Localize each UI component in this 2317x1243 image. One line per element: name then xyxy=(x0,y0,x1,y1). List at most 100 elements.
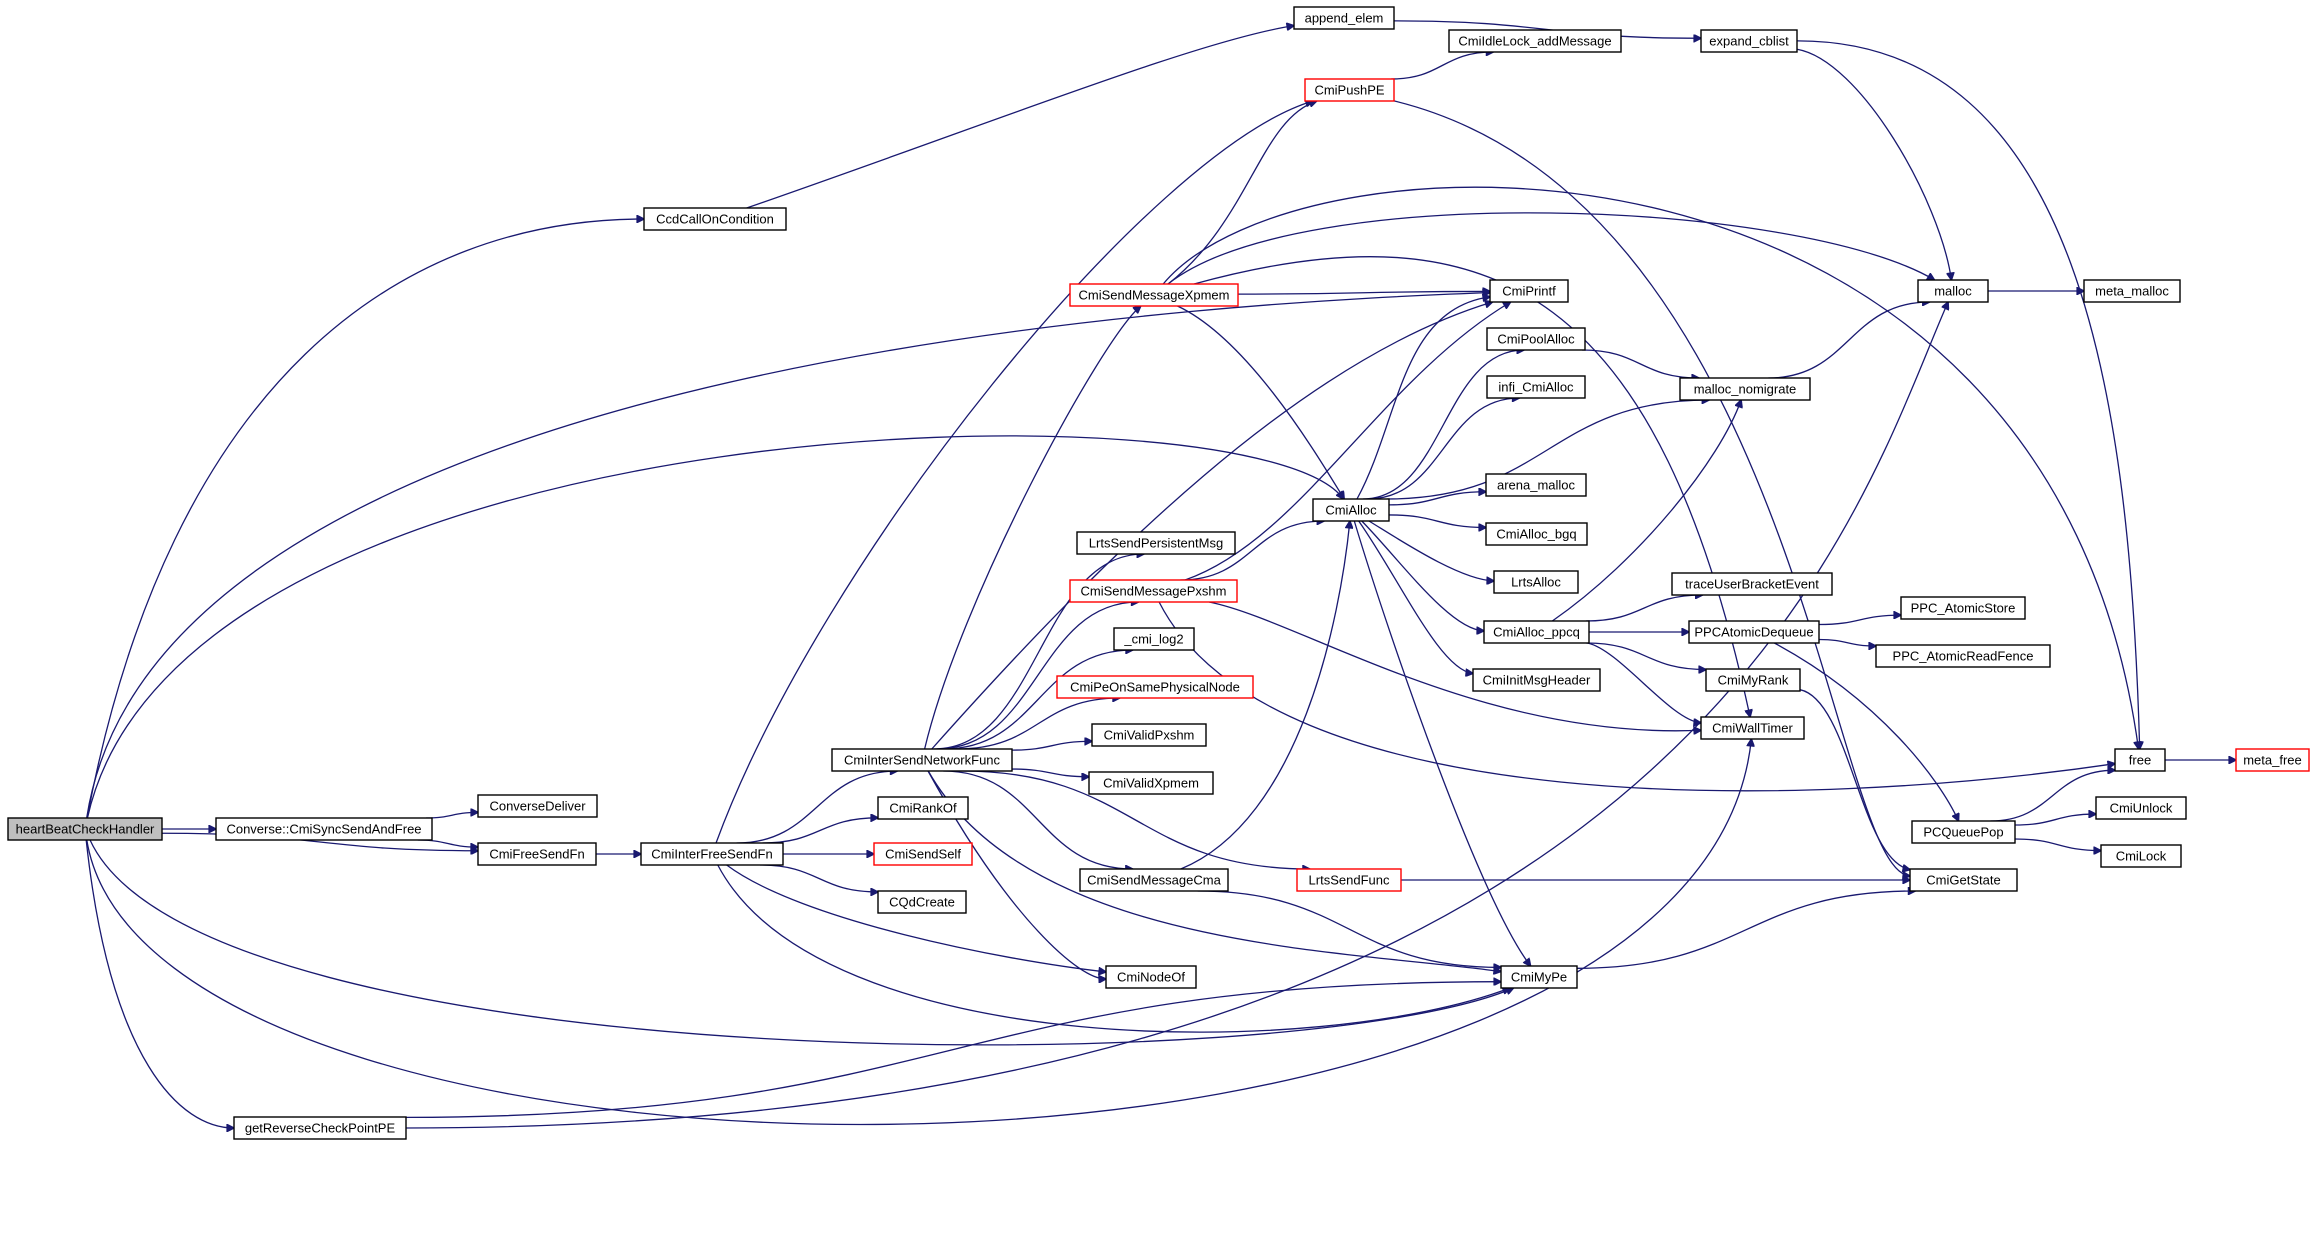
call-edges xyxy=(85,20,2236,1128)
node-cmiunlock[interactable]: CmiUnlock xyxy=(2095,796,2187,820)
node-cqdcreate[interactable]: CQdCreate xyxy=(877,890,967,914)
node-malloc-nomigrate[interactable]: malloc_nomigrate xyxy=(1679,377,1811,401)
node-box xyxy=(873,842,973,866)
node-cmisendmessagexpmem[interactable]: CmiSendMessageXpmem xyxy=(1069,283,1239,307)
node-box xyxy=(1079,868,1229,892)
node-conversedeliver[interactable]: ConverseDeliver xyxy=(477,794,598,818)
node-cmisendmessagepxshm[interactable]: CmiSendMessagePxshm xyxy=(1069,579,1238,603)
node-box xyxy=(7,817,163,841)
node-lrtsalloc[interactable]: LrtsAlloc xyxy=(1493,570,1579,594)
node-meta-free[interactable]: meta_free xyxy=(2235,748,2310,772)
node-traceuserbracketevent[interactable]: traceUserBracketEvent xyxy=(1671,572,1833,596)
node-converse-cmisyncsendandfree[interactable]: Converse::CmiSyncSendAndFree xyxy=(215,817,433,841)
node-cmipeonsamephysicalnode[interactable]: CmiPeOnSamePhysicalNode xyxy=(1056,675,1254,699)
node-box xyxy=(1486,375,1586,399)
node-box xyxy=(1483,620,1590,644)
node-cmiinterfreesendfn[interactable]: CmiInterFreeSendFn xyxy=(640,842,784,866)
node-lrtssendfunc[interactable]: LrtsSendFunc xyxy=(1296,868,1402,892)
node-cmi-log2[interactable]: _cmi_log2 xyxy=(1113,627,1195,651)
node-heartbeatcheckhandler[interactable]: heartBeatCheckHandler xyxy=(7,817,163,841)
node-lrtssendpersistentmsg[interactable]: LrtsSendPersistentMsg xyxy=(1076,531,1236,555)
node-meta-malloc[interactable]: meta_malloc xyxy=(2083,279,2181,303)
node-cmiprintf[interactable]: CmiPrintf xyxy=(1489,279,1569,303)
node-getreversecheckpointpe[interactable]: getReverseCheckPointPE xyxy=(233,1116,407,1140)
node-cmilock[interactable]: CmiLock xyxy=(2100,844,2182,868)
edge-cmiintersendnetworkfunc-to-cmisendmessagecma xyxy=(943,770,1132,869)
node-ppcatomicdequeue[interactable]: PPCAtomicDequeue xyxy=(1688,620,1820,644)
node-cmisendself[interactable]: CmiSendSelf xyxy=(873,842,973,866)
edge-cmiintersendnetworkfunc-to-cmivalidxpmem xyxy=(1011,768,1089,777)
node-cmirankof[interactable]: CmiRankOf xyxy=(877,796,969,820)
node-cminodeof[interactable]: CmiNodeOf xyxy=(1105,965,1197,989)
node-label: free xyxy=(2129,753,2151,768)
node-label: arena_malloc xyxy=(1497,478,1576,493)
edge-pcqueuepop-to-cmilock xyxy=(2014,838,2101,851)
node-cmifreesendfn[interactable]: CmiFreeSendFn xyxy=(477,842,597,866)
node-label: ConverseDeliver xyxy=(489,799,586,814)
node-box xyxy=(1105,965,1197,989)
edge-cmiintersendnetworkfunc-to-lrtssendpersistentmsg xyxy=(933,554,1144,750)
node-box xyxy=(1472,668,1601,692)
node-cmialloc[interactable]: CmiAlloc xyxy=(1312,498,1390,522)
node-label: meta_free xyxy=(2243,753,2302,768)
node-label: CmiPrintf xyxy=(1502,284,1556,299)
node-append-elem[interactable]: append_elem xyxy=(1293,6,1395,30)
edge-cmisendmessagepxshm-to-cmialloc xyxy=(1180,521,1324,581)
node-cmivalidxpmem[interactable]: CmiValidXpmem xyxy=(1088,771,1214,795)
edge-cmisendmessagexpmem-to-free xyxy=(1162,186,2138,749)
node-cmialloc-ppcq[interactable]: CmiAlloc_ppcq xyxy=(1483,620,1590,644)
node-box xyxy=(1700,29,1798,53)
node-cmiinitmsgheader[interactable]: CmiInitMsgHeader xyxy=(1472,668,1601,692)
node-label: CmiValidXpmem xyxy=(1103,776,1199,791)
node-cmiintersendnetworkfunc[interactable]: CmiInterSendNetworkFunc xyxy=(831,748,1013,772)
edge-cmialloc-to-infi-cmialloc xyxy=(1367,398,1520,500)
node-box xyxy=(1489,279,1569,303)
node-box xyxy=(643,207,787,231)
node-cmimype[interactable]: CmiMyPe xyxy=(1500,965,1578,989)
node-ppc-atomicreadfence[interactable]: PPC_AtomicReadFence xyxy=(1875,644,2051,668)
node-arena-malloc[interactable]: arena_malloc xyxy=(1485,473,1587,497)
edge-cmiintersendnetworkfunc-to-cmiprintf xyxy=(931,302,1493,750)
node-ccdcalloncondition[interactable]: CcdCallOnCondition xyxy=(643,207,787,231)
node-box xyxy=(1485,473,1587,497)
node-cmipushpe[interactable]: CmiPushPE xyxy=(1304,78,1395,102)
node-box xyxy=(831,748,1013,772)
node-label: CmiLock xyxy=(2116,849,2167,864)
node-box xyxy=(2114,748,2166,772)
node-label: CmiInterFreeSendFn xyxy=(651,847,772,862)
node-expand-cblist[interactable]: expand_cblist xyxy=(1700,29,1798,53)
node-box xyxy=(1486,327,1586,351)
node-box xyxy=(1911,820,2016,844)
node-ppc-atomicstore[interactable]: PPC_AtomicStore xyxy=(1900,596,2026,620)
node-box xyxy=(1113,627,1195,651)
node-malloc[interactable]: malloc xyxy=(1917,279,1989,303)
node-cmisendmessagecma[interactable]: CmiSendMessageCma xyxy=(1079,868,1229,892)
edge-cmiinterfreesendfn-to-cmirankof xyxy=(762,818,878,844)
node-label: CmiSendSelf xyxy=(885,847,961,862)
node-box xyxy=(1448,29,1622,53)
edge-cmiintersendnetworkfunc-to-cmisendmessagexpmem xyxy=(923,306,1141,750)
node-cmivalidpxshm[interactable]: CmiValidPxshm xyxy=(1091,723,1207,747)
node-cmiwalltimer[interactable]: CmiWallTimer xyxy=(1700,716,1805,740)
node-cmialloc-bgq[interactable]: CmiAlloc_bgq xyxy=(1485,522,1588,546)
node-box xyxy=(1296,868,1402,892)
node-cmimyrank[interactable]: CmiMyRank xyxy=(1705,668,1801,692)
edge-pcqueuepop-to-cmiunlock xyxy=(2014,814,2096,826)
node-cmiidlelock-addmessage[interactable]: CmiIdleLock_addMessage xyxy=(1448,29,1622,53)
node-cmipoolalloc[interactable]: CmiPoolAlloc xyxy=(1486,327,1586,351)
node-box xyxy=(2235,748,2310,772)
node-free[interactable]: free xyxy=(2114,748,2166,772)
node-label: CmiRankOf xyxy=(889,801,957,816)
node-label: CmiFreeSendFn xyxy=(489,847,584,862)
edge-cmisendmessagexpmem-to-cmialloc xyxy=(1177,305,1344,499)
node-cmigetstate[interactable]: CmiGetState xyxy=(1909,868,2018,892)
node-box xyxy=(1909,868,2018,892)
node-pcqueuepop[interactable]: PCQueuePop xyxy=(1911,820,2016,844)
edge-heartbeatcheckhandler-to-cmialloc xyxy=(86,435,1343,819)
edge-ppcatomicdequeue-to-ppc-atomicreadfence xyxy=(1818,638,1876,646)
edge-cmialloc-to-cmialloc-bgq xyxy=(1388,514,1486,528)
node-label: CmiMyPe xyxy=(1511,970,1567,985)
node-infi-cmialloc[interactable]: infi_CmiAlloc xyxy=(1486,375,1586,399)
edge-cmiintersendnetworkfunc-to-cmivalidpxshm xyxy=(1011,741,1092,751)
